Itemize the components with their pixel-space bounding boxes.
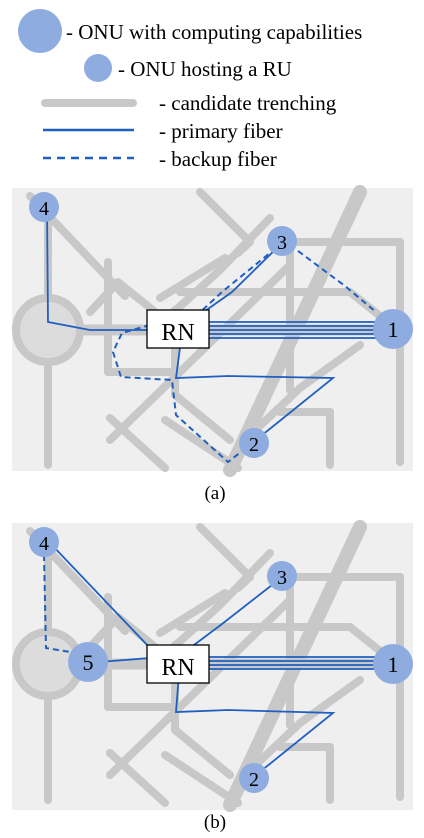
panel-b-rn-box (146, 644, 210, 684)
legend-onu-ru-icon (84, 54, 112, 82)
panel-b-node-4-label: 4 (39, 533, 49, 555)
panel-a-backup-fiber-3 (195, 247, 277, 317)
panel-b-node-5 (68, 642, 108, 682)
panel-a-node-2-label: 2 (249, 434, 259, 456)
legend-trenching-label: - candidate trenching (159, 91, 337, 115)
panel-a-caption: (a) (204, 483, 225, 504)
legend-onu-ru-label: - ONU hosting a RU (118, 57, 292, 81)
panel-b-primary-fiber-4 (49, 542, 151, 649)
panel-a-backup-fiber-1 (289, 244, 377, 313)
panel-b-node-3 (267, 561, 297, 591)
panel-a-node-1 (373, 309, 413, 349)
legend-onu-computing-label: - ONU with computing capabilities (66, 20, 362, 44)
panel-b-node-4 (29, 527, 59, 557)
panel-b-node-1 (373, 644, 413, 684)
legend-primary-label: - primary fiber (159, 119, 283, 143)
panel-b-caption: (b) (204, 812, 226, 833)
panel-b-node-3-label: 3 (277, 567, 287, 589)
legend: - ONU with computing capabilities - ONU … (18, 9, 362, 171)
panel-a-node-4-label: 4 (39, 198, 49, 220)
panel-a-primary-fiber-3 (197, 241, 284, 317)
panel-a-node-4 (29, 192, 59, 222)
panel-a-rn-label: RN (161, 320, 194, 346)
panel-b-node-2 (239, 763, 269, 793)
panel-a-node-3 (267, 226, 297, 256)
panel-a-node-3-label: 3 (277, 232, 287, 254)
panel-a: RN 1 2 3 4 (a) (12, 185, 413, 504)
panel-b-rn-label: RN (161, 655, 194, 681)
panel-b-node-1-label: 1 (388, 652, 399, 677)
panel-b-node-5-label: 5 (83, 650, 94, 675)
panel-a-primary-fiber-4 (46, 206, 150, 331)
panel-a-backup-fiber-2 (111, 324, 251, 464)
panel-a-backup-fibers (111, 244, 377, 464)
legend-backup-label: - backup fiber (159, 147, 277, 171)
panel-b-node-2-label: 2 (249, 769, 259, 791)
panel-a-node-1-label: 1 (388, 317, 399, 342)
panel-b: RN 1 2 3 4 5 (b) (12, 520, 413, 833)
panel-a-node-2 (239, 428, 269, 458)
panel-a-rn-box (146, 309, 210, 349)
legend-onu-computing-icon (18, 9, 62, 53)
panel-b-primary-fiber-3 (185, 584, 273, 652)
panel-b-backup-fibers (43, 554, 77, 654)
panel-b-backup-fiber-4-5 (43, 554, 77, 654)
